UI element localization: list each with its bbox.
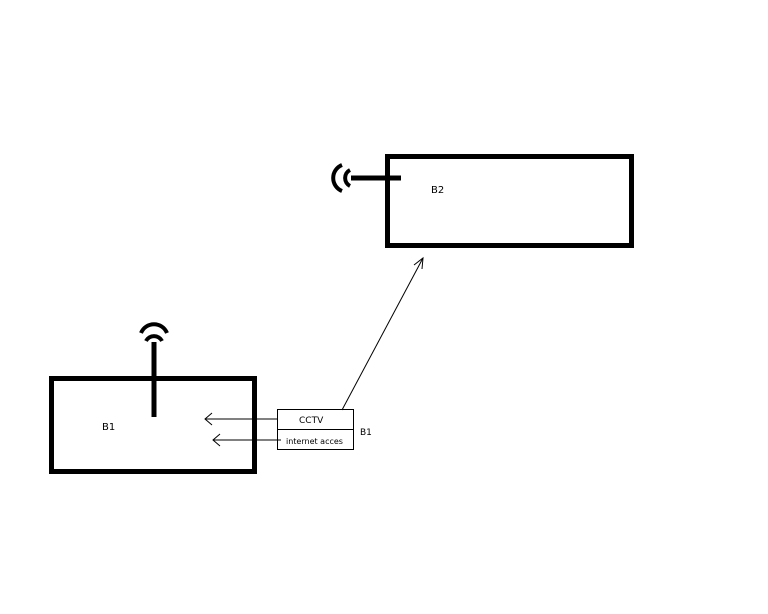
antenna-b2-signal-inner <box>343 168 352 188</box>
building-b2-label: B2 <box>431 185 444 196</box>
device-box-cctv-label: CCTV <box>299 416 324 426</box>
antenna-b1-signal-inner <box>144 334 164 343</box>
device-box-side-label: B1 <box>360 428 372 438</box>
building-b2: B2 <box>385 154 634 248</box>
arrow-box-to-b2 <box>341 257 424 411</box>
antenna-b2-signal-outer <box>331 163 343 193</box>
arrow-internet-to-b1-head <box>212 433 221 447</box>
antenna-b1-signal-outer <box>139 322 169 334</box>
arrow-box-to-b2-head <box>413 256 424 270</box>
building-b1-label: B1 <box>102 422 115 433</box>
building-b2-outline <box>385 154 634 248</box>
antenna-b1-icon <box>139 322 169 417</box>
antenna-b2-icon <box>331 163 401 193</box>
device-box: CCTV internet acces B1 <box>277 409 372 450</box>
device-box-internet-label: internet acces <box>286 437 343 446</box>
arrow-cctv-to-b1-head <box>204 412 213 426</box>
connection-arrows <box>204 256 424 447</box>
